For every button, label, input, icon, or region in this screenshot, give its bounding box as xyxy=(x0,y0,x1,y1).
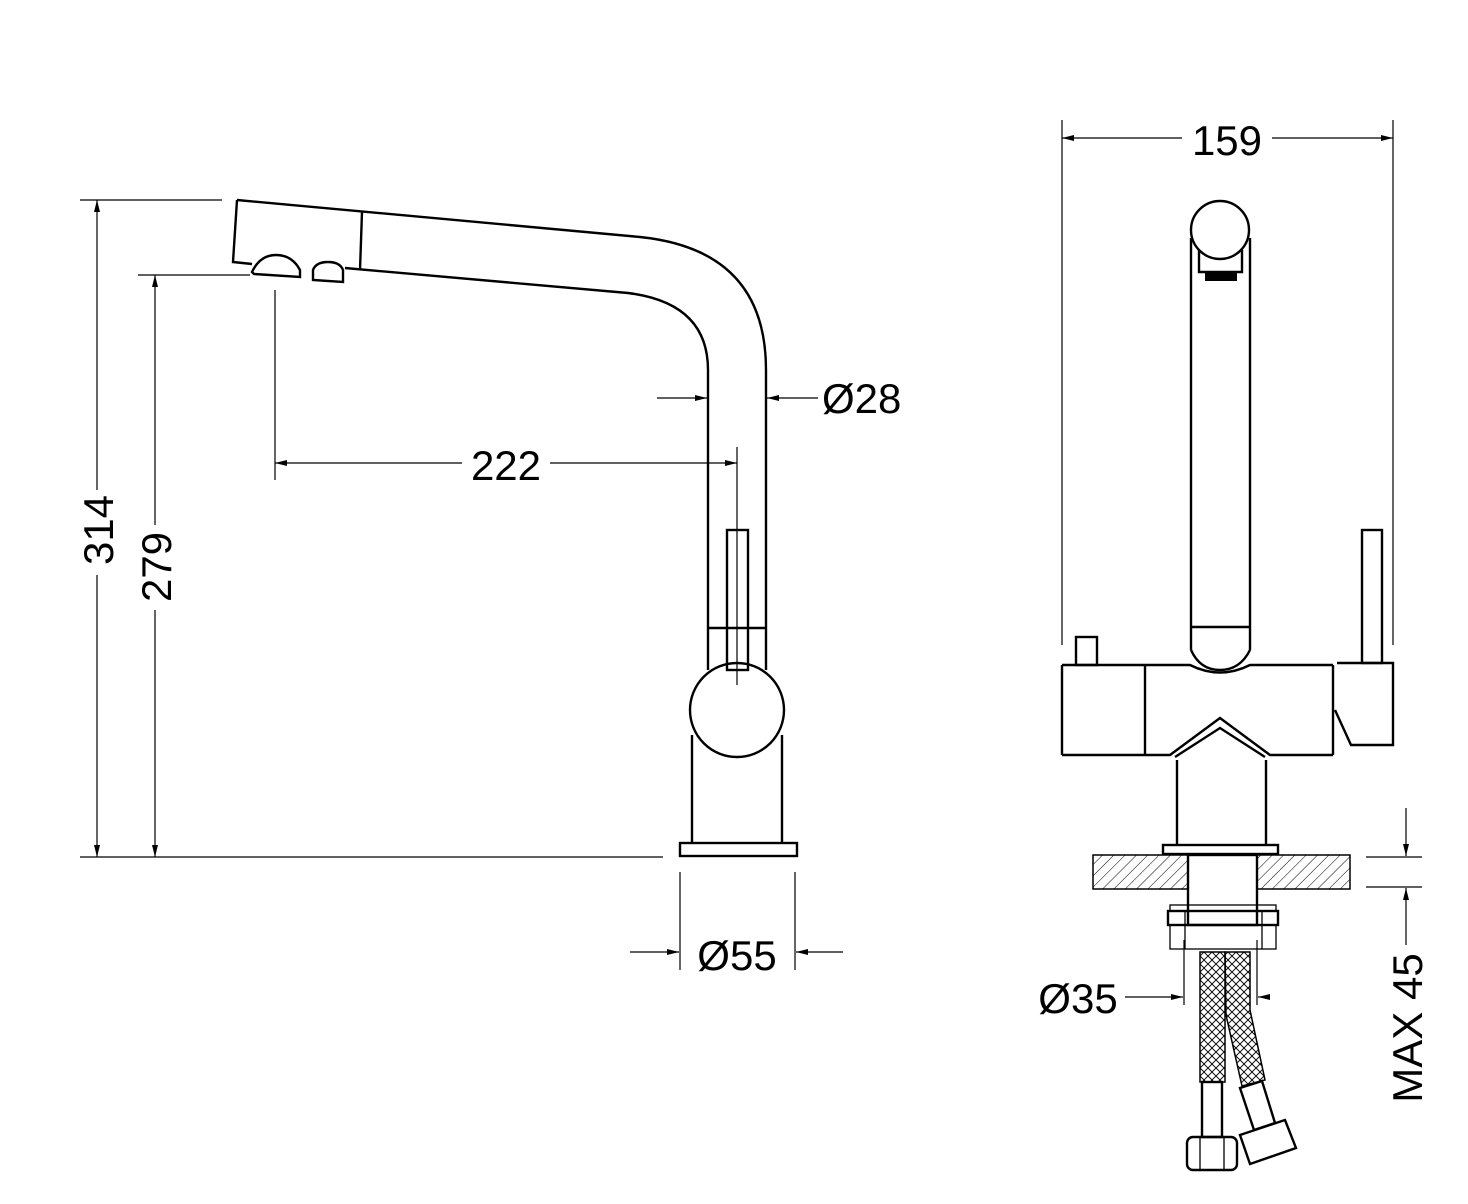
dim-279-label: 279 xyxy=(133,532,180,602)
front-body xyxy=(1060,528,1395,856)
aerator-nozzle xyxy=(250,253,302,279)
dim-222-label: 222 xyxy=(471,442,541,489)
dim-o55-label: Ø55 xyxy=(697,932,776,979)
side-view: 314 279 222 Ø28 Ø55 xyxy=(75,198,901,979)
filter-nozzle xyxy=(311,260,345,284)
dimension-base-diameter: Ø55 xyxy=(630,872,843,979)
base-plate xyxy=(678,841,799,858)
filter-button xyxy=(1074,635,1099,667)
front-view: 159 xyxy=(1038,117,1431,1172)
spout xyxy=(231,198,768,670)
dim-o28-label: Ø28 xyxy=(822,375,901,422)
dimension-spout-reach: 222 xyxy=(274,290,737,489)
front-spout xyxy=(1189,199,1252,650)
dim-max45-label: MAX 45 xyxy=(1384,953,1431,1102)
countertop-section xyxy=(1092,853,1351,950)
dim-314-label: 314 xyxy=(75,495,122,565)
dimension-total-height: 314 xyxy=(75,199,663,858)
supply-hoses xyxy=(1185,951,1298,1172)
shank xyxy=(1186,853,1259,927)
dimension-counter-thickness: MAX 45 xyxy=(1366,808,1431,1103)
dim-o35-label: Ø35 xyxy=(1038,975,1117,1022)
dim-159-label: 159 xyxy=(1192,117,1262,164)
dimension-tube-diameter: Ø28 xyxy=(657,375,901,422)
dimension-spout-height: 279 xyxy=(133,274,250,857)
right-handle-housing xyxy=(1333,661,1395,747)
dimension-shank-diameter: Ø35 xyxy=(1038,940,1270,1022)
front-lever xyxy=(1360,528,1384,665)
dimension-width: 159 xyxy=(1061,117,1394,645)
